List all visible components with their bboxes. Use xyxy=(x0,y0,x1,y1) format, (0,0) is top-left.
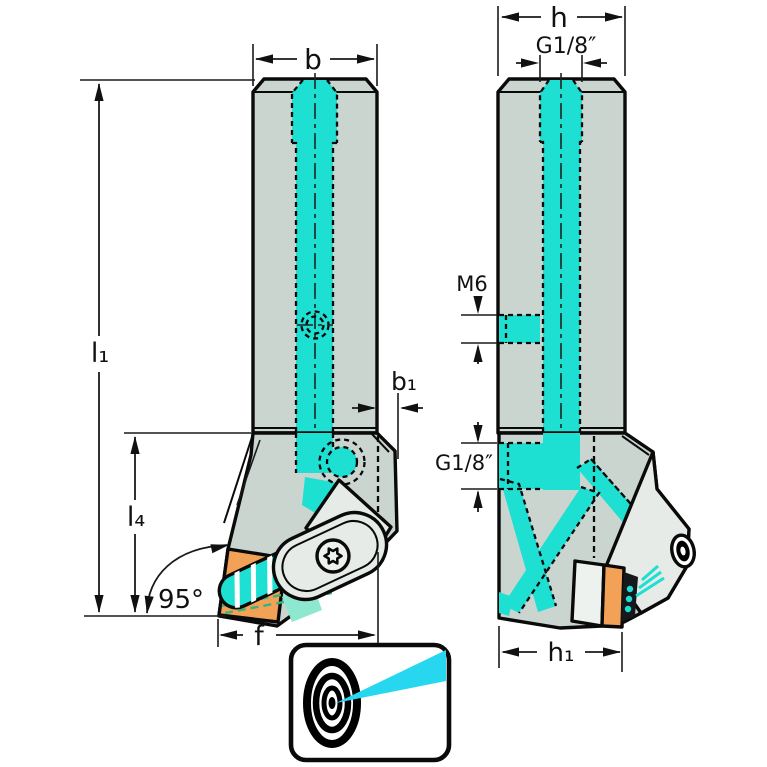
dim-label-m6: M6 xyxy=(456,272,487,296)
coolant-channel-side xyxy=(290,73,339,583)
dim-label-g18-side: G1/8″ xyxy=(435,451,493,475)
tool-head-front xyxy=(497,431,696,630)
coolant-beam xyxy=(336,650,446,703)
clamp-screw-front xyxy=(670,533,696,569)
clamp-side xyxy=(217,478,393,614)
dim-label-f: f xyxy=(254,621,265,652)
dimensions-left: b l₁ l₄ b₁ f xyxy=(80,43,423,652)
right-view: h G1/8″ M6 G1/8″ h₁ xyxy=(435,1,696,672)
coolant-channel-front xyxy=(499,73,584,622)
dim-label-l1: l₁ xyxy=(91,338,109,369)
clamp-hatch xyxy=(635,564,665,598)
coolant-target-icon xyxy=(288,642,452,763)
dim-label-b1: b₁ xyxy=(391,367,417,396)
dim-label-angle: 95° xyxy=(158,585,204,615)
left-view: b l₁ l₄ b₁ f xyxy=(80,43,423,652)
torx-socket xyxy=(323,547,343,565)
coolant-nozzle-jets xyxy=(624,585,634,613)
pivot-bore xyxy=(318,438,366,486)
torx-screw xyxy=(315,538,351,574)
dim-label-h1: h₁ xyxy=(548,638,575,668)
insert-face-front xyxy=(570,559,606,628)
cutting-insert-front xyxy=(600,563,626,629)
tool-head-side xyxy=(217,431,399,628)
dimensions-right: h G1/8″ M6 G1/8″ h₁ xyxy=(435,1,626,672)
bullseye-icon xyxy=(303,658,361,748)
dim-label-h: h xyxy=(550,1,568,34)
dim-label-b: b xyxy=(304,43,322,76)
dim-label-g18-top: G1/8″ xyxy=(536,34,597,59)
dim-label-l4: l₄ xyxy=(127,502,145,533)
